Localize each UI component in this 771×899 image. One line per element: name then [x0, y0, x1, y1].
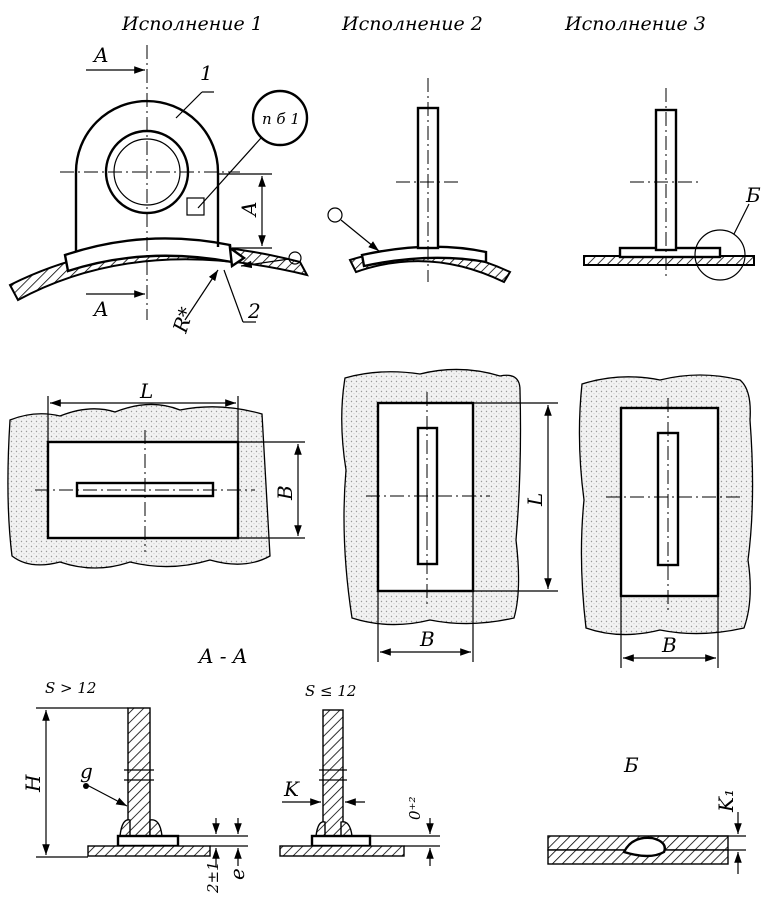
- detail-b-circle: [694, 229, 746, 281]
- variant-2-side-view: [327, 78, 512, 284]
- cut-a-bottom-label: A: [92, 297, 108, 321]
- variant-1-side-view: A A 1 п б 1 A R* 2: [8, 43, 309, 336]
- dim-b1-label: B: [273, 485, 297, 501]
- pad-v2: [360, 245, 488, 268]
- radius-leader: [184, 269, 219, 321]
- leader-part-1: [175, 91, 203, 119]
- detail-b-leader: [733, 203, 750, 235]
- variant-3-title: Исполнение 3: [564, 13, 706, 35]
- dim-g-label: g: [80, 759, 93, 783]
- pad-end-2: [228, 245, 247, 269]
- plan-view-3: B: [578, 374, 754, 668]
- radius-label: R*: [168, 304, 199, 336]
- s-gt-label: S > 12: [45, 679, 96, 697]
- dim-g-dot: [83, 783, 89, 789]
- section-a-a-title: A - A: [197, 644, 247, 668]
- dim-b2-label: B: [419, 627, 435, 651]
- weld-symbol-text: п б 1: [262, 110, 300, 128]
- dim-0p2-label: 0⁺²: [406, 797, 424, 820]
- detail-b-view: Б K₁: [547, 753, 746, 874]
- pad-section-1: [116, 834, 180, 848]
- pad-section-2: [310, 834, 372, 848]
- weld-flag-leader-2: [340, 219, 380, 252]
- variant-3-side-view: Б: [583, 88, 761, 281]
- detail-b-weld: [622, 836, 666, 858]
- weld-flag-circle-1: [288, 251, 302, 265]
- section-s-gt-12: S > 12 H e 2±1 g: [21, 679, 249, 894]
- dim-l-horizontal-label: L: [139, 379, 153, 403]
- variant-2-title: Исполнение 2: [341, 13, 483, 35]
- plate-section-2: [322, 709, 344, 837]
- dim-k1-label: K₁: [714, 789, 738, 813]
- detail-b-label: Б: [745, 183, 761, 207]
- dim-g-leader: [86, 784, 128, 807]
- variant-1-title: Исполнение 1: [121, 13, 263, 35]
- weld-symbol-circle: [251, 89, 309, 147]
- plate-section-1: [127, 707, 151, 837]
- plan-view-2: L B: [341, 368, 558, 662]
- s-le-label: S ≤ 12: [305, 682, 356, 700]
- detail-b-title: Б: [623, 753, 639, 777]
- leader-part-2: [223, 269, 244, 323]
- part-1-label: 1: [200, 61, 213, 85]
- shell-section-2: [279, 845, 405, 857]
- weld-mark-square: [186, 197, 205, 216]
- dim-h-label: H: [21, 774, 45, 793]
- cut-a-top-label: A: [92, 43, 108, 67]
- section-s-le-12: S ≤ 12 K 0⁺²: [279, 682, 440, 866]
- dim-b3-label: B: [661, 633, 677, 657]
- weld-flag-circle-2: [327, 207, 343, 223]
- part-2-label: 2: [247, 299, 261, 323]
- dim-l-vertical-label: L: [523, 493, 547, 507]
- dim-a-label: A: [237, 202, 261, 218]
- weld-flag-leader-1: [240, 258, 290, 269]
- plan-view-1: L B: [7, 379, 305, 569]
- dim-2pm1-label: 2±1: [204, 861, 222, 894]
- shell-section-1: [87, 845, 211, 857]
- weld-symbol-leader: [197, 137, 262, 209]
- dim-e-label: e: [225, 868, 249, 880]
- dim-k-label: K: [283, 777, 300, 801]
